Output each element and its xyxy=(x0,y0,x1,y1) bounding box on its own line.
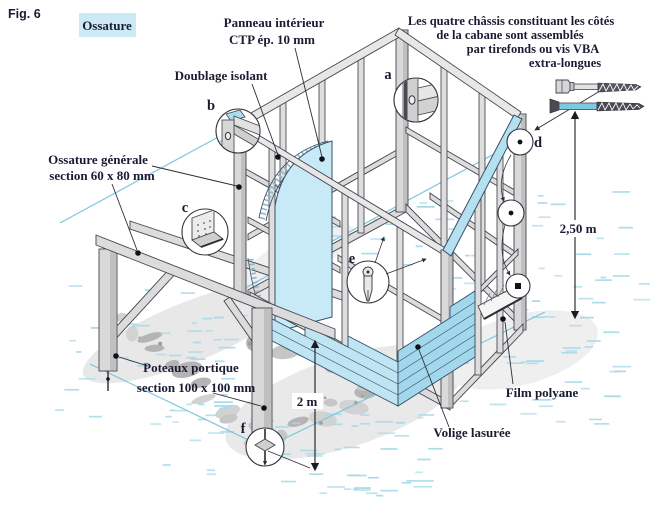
chassis-note-line3: par tirefonds ou vis VBA xyxy=(467,42,600,56)
label-doublage: Doublage isolant xyxy=(175,68,268,83)
label-panneau-line2: CTP ép. 10 mm xyxy=(229,32,315,47)
label-panneau-line1: Panneau intérieur xyxy=(224,15,325,30)
wall-height-value: 2,50 m xyxy=(560,221,597,236)
detail-letters: a b c d e f xyxy=(182,67,542,437)
detail-d-group xyxy=(497,128,534,299)
marker-c: c xyxy=(182,200,189,216)
label-ossature-generale: Ossature générale section 60 x 80 mm xyxy=(48,152,155,183)
label-panneau: Panneau intérieur CTP ép. 10 mm xyxy=(224,15,325,47)
poteaux-line2: section 100 x 100 mm xyxy=(137,380,256,395)
detail-a xyxy=(393,77,439,123)
ossature-generale-line1: Ossature générale xyxy=(48,152,148,167)
leader-lines xyxy=(111,47,601,428)
marker-d: d xyxy=(534,135,542,151)
figure-number: Fig. 6 xyxy=(8,7,41,21)
lag-bolt-tirefond-icon xyxy=(555,79,642,94)
poteaux-line1: Poteaux portique xyxy=(143,360,239,375)
label-chassis-note: Les quatre châssis constituant les côtés… xyxy=(408,14,615,70)
label-poteaux-portique: Poteaux portique section 100 x 100 mm xyxy=(137,360,256,395)
dimension-portico-height: 2 m xyxy=(267,339,323,472)
siding-volige xyxy=(252,290,476,407)
ossature-tag-label: Ossature xyxy=(82,18,132,33)
top-plate-cyan xyxy=(442,114,523,257)
portico-height-value: 2 m xyxy=(297,394,318,409)
label-film-polyane: Film polyane xyxy=(506,385,579,400)
interior-panel-ctp xyxy=(274,140,333,333)
ossature-tag: Ossature xyxy=(79,13,136,37)
dimension-wall-height: 2,50 m xyxy=(554,110,602,320)
chassis-note-line1: Les quatre châssis constituant les côtés xyxy=(408,14,615,28)
label-volige: Volige lasurée xyxy=(433,425,510,440)
marker-b: b xyxy=(207,98,215,114)
detail-c xyxy=(181,208,229,256)
marker-f: f xyxy=(241,421,246,437)
marker-e: e xyxy=(349,251,356,267)
vba-long-screw-icon xyxy=(549,98,645,114)
detail-e xyxy=(346,236,427,304)
portico-front xyxy=(95,234,336,439)
chassis-note-line2: de la cabane sont assemblés xyxy=(436,28,583,42)
detail-f xyxy=(245,427,285,467)
detail-b xyxy=(215,108,261,154)
chassis-note-line4: extra-longues xyxy=(529,56,601,70)
marker-a: a xyxy=(384,67,392,83)
ossature-generale-line2: section 60 x 80 mm xyxy=(49,168,155,183)
